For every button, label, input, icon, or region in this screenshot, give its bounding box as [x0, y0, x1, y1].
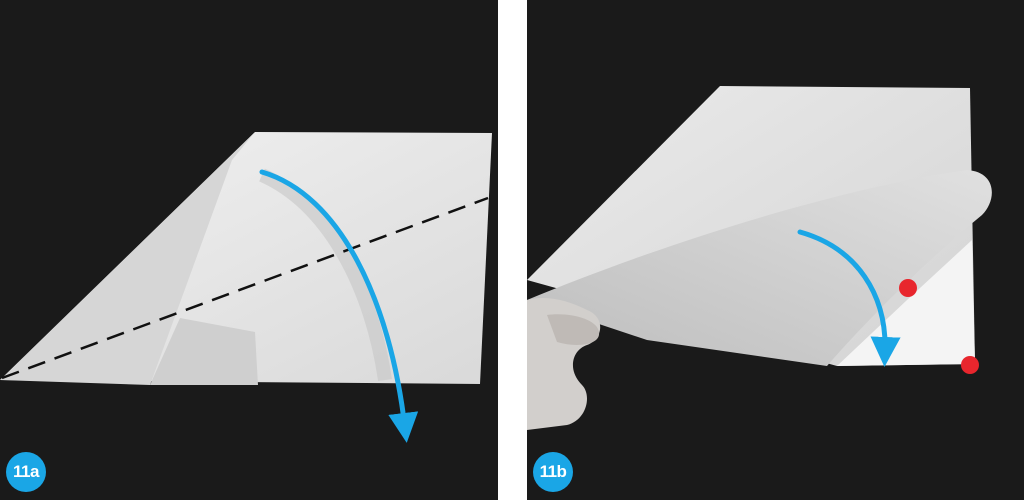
folding-photo-11a — [0, 132, 492, 443]
paper-shadow — [259, 168, 392, 382]
fold-line-dashed — [1, 196, 489, 380]
step-11b-photo: 11b — [527, 0, 1024, 500]
step-badge-11a: 11a — [6, 452, 46, 492]
paper-flap — [0, 132, 255, 385]
folding-photo-11b — [527, 86, 992, 430]
paper-inner — [837, 240, 975, 366]
alignment-marker — [961, 356, 979, 374]
fold-direction-arrow — [259, 169, 419, 443]
step-11a-photo: 11a — [0, 0, 498, 500]
finger — [547, 314, 600, 345]
fold-direction-arrow — [797, 229, 901, 367]
paper-lifted-flap — [527, 170, 992, 366]
step-badge-11b: 11b — [533, 452, 573, 492]
alignment-marker — [899, 279, 917, 297]
paper-lower-flap — [150, 318, 258, 385]
